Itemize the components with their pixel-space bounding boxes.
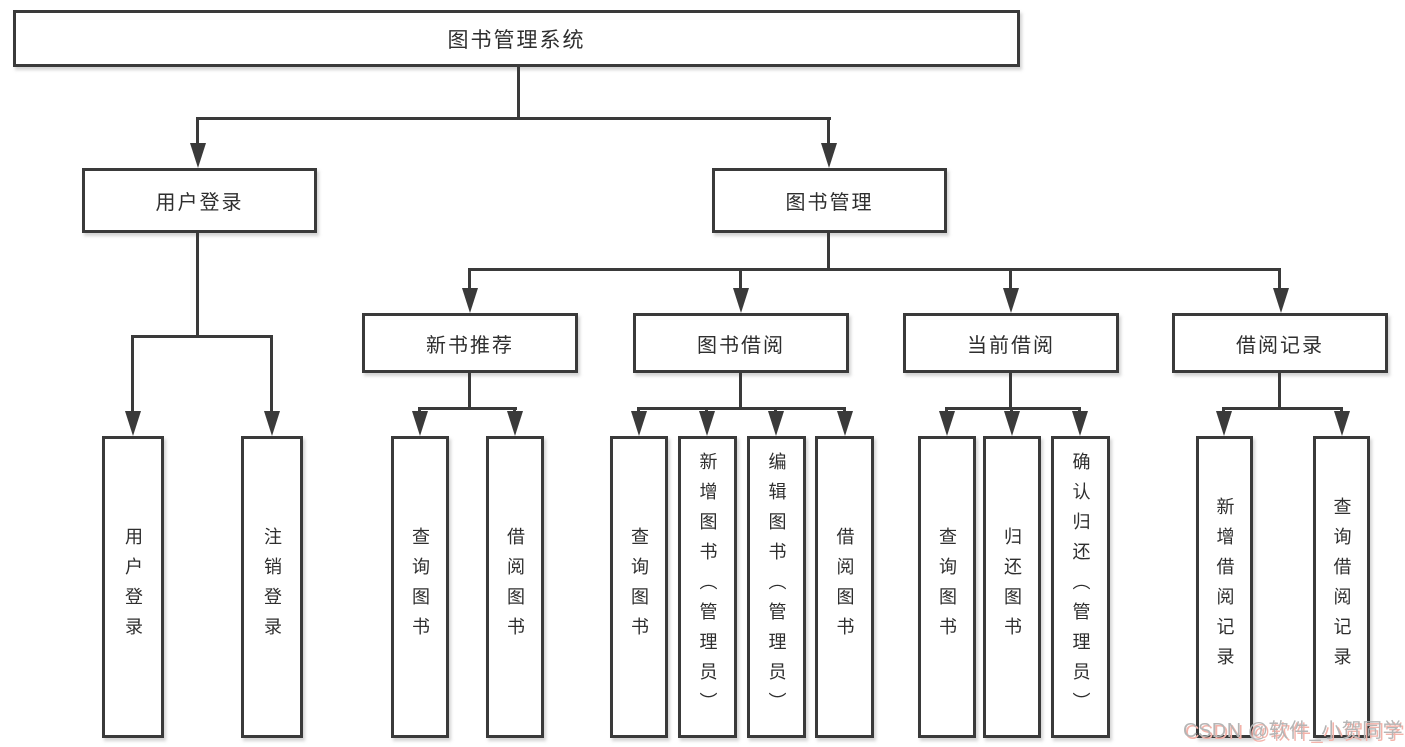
connector-line bbox=[843, 407, 846, 414]
arrowhead-icon bbox=[507, 411, 523, 436]
connector-line bbox=[739, 373, 742, 407]
connector-line bbox=[468, 373, 471, 407]
arrowhead-icon bbox=[1003, 288, 1019, 313]
leaf-add-book-admin: 新增图书（管理员） bbox=[678, 436, 737, 738]
node-book-management: 图书管理 bbox=[712, 168, 947, 233]
connector-line bbox=[1010, 407, 1013, 414]
leaf-logout: 注销登录 bbox=[241, 436, 303, 738]
leaf-borrow-books: 借阅图书 bbox=[486, 436, 544, 738]
connector-line bbox=[468, 268, 1281, 271]
arrowhead-icon bbox=[699, 411, 715, 436]
node-current-borrowing: 当前借阅 bbox=[903, 313, 1119, 373]
leaf-query-books: 查询图书 bbox=[391, 436, 449, 738]
leaf-user-login: 用户登录 bbox=[102, 436, 164, 738]
node-label: 图书管理 bbox=[785, 192, 874, 214]
node-label: 当前借阅 bbox=[967, 334, 1055, 357]
leaf-edit-book-admin: 编辑图书（管理员） bbox=[747, 436, 806, 738]
leaf-confirm-return-admin: 确认归还（管理员） bbox=[1051, 436, 1110, 738]
connector-line bbox=[1278, 373, 1281, 407]
arrowhead-icon bbox=[733, 288, 749, 313]
connector-line bbox=[827, 117, 830, 145]
node-label: 注销登录 bbox=[262, 527, 282, 647]
leaf-borrow-books: 借阅图书 bbox=[815, 436, 874, 738]
connector-line bbox=[196, 117, 831, 120]
connector-line bbox=[270, 335, 273, 412]
connector-line bbox=[1222, 407, 1343, 410]
arrowhead-icon bbox=[190, 143, 206, 168]
arrowhead-icon bbox=[939, 411, 955, 436]
connector-line bbox=[1009, 268, 1012, 290]
node-label: 用户登录 bbox=[155, 192, 244, 214]
connector-line bbox=[468, 268, 471, 290]
connector-line bbox=[418, 407, 421, 414]
node-label: 归还图书 bbox=[1002, 527, 1022, 647]
leaf-query-borrow-record: 查询借阅记录 bbox=[1313, 436, 1370, 738]
leaf-query-books: 查询图书 bbox=[610, 436, 668, 738]
node-label: 新增借阅记录 bbox=[1214, 497, 1235, 677]
arrowhead-icon bbox=[1216, 411, 1232, 436]
leaf-return-book: 归还图书 bbox=[983, 436, 1041, 738]
connector-line bbox=[131, 335, 134, 412]
arrowhead-icon bbox=[462, 288, 478, 313]
arrowhead-icon bbox=[837, 411, 853, 436]
node-root-library-management-system: 图书管理系统 bbox=[13, 10, 1020, 67]
leaf-query-books: 查询图书 bbox=[918, 436, 976, 738]
connector-line bbox=[637, 407, 845, 410]
node-label: 确认归还（管理员） bbox=[1070, 452, 1091, 722]
arrowhead-icon bbox=[1072, 411, 1088, 436]
arrowhead-icon bbox=[1273, 288, 1289, 313]
connector-line bbox=[1278, 268, 1281, 290]
node-label: 查询图书 bbox=[629, 527, 649, 647]
connector-line bbox=[1222, 407, 1225, 414]
node-borrowing-records: 借阅记录 bbox=[1172, 313, 1388, 373]
connector-line bbox=[131, 335, 273, 338]
connector-line bbox=[513, 407, 516, 414]
connector-line bbox=[1340, 407, 1343, 414]
node-label: 新增图书（管理员） bbox=[697, 452, 718, 722]
connector-line bbox=[418, 407, 517, 410]
connector-line bbox=[705, 407, 708, 414]
node-user-login: 用户登录 bbox=[82, 168, 317, 233]
node-label: 查询图书 bbox=[937, 527, 957, 647]
node-book-borrowing: 图书借阅 bbox=[633, 313, 849, 373]
arrowhead-icon bbox=[768, 411, 784, 436]
node-label: 图书借阅 bbox=[697, 334, 785, 357]
node-label: 图书管理系统 bbox=[447, 28, 586, 52]
node-new-book-recommendation: 新书推荐 bbox=[362, 313, 578, 373]
connector-line bbox=[1078, 407, 1081, 414]
connector-line bbox=[739, 268, 742, 290]
watermark: CSDN @软件_小贺同学 bbox=[1183, 720, 1404, 742]
connector-line bbox=[637, 407, 640, 414]
node-label: 编辑图书（管理员） bbox=[766, 452, 787, 722]
node-label: 查询图书 bbox=[410, 527, 430, 647]
connector-line bbox=[945, 407, 948, 414]
arrowhead-icon bbox=[1004, 411, 1020, 436]
node-label: 借阅记录 bbox=[1236, 334, 1324, 357]
arrowhead-icon bbox=[631, 411, 647, 436]
arrowhead-icon bbox=[125, 411, 141, 436]
node-label: 查询借阅记录 bbox=[1331, 497, 1352, 677]
node-label: 新书推荐 bbox=[426, 334, 514, 357]
connector-line bbox=[827, 233, 830, 268]
connector-line bbox=[196, 117, 199, 145]
arrowhead-icon bbox=[821, 143, 837, 168]
arrowhead-icon bbox=[412, 411, 428, 436]
leaf-add-borrow-record: 新增借阅记录 bbox=[1196, 436, 1253, 738]
connector-line bbox=[774, 407, 777, 414]
node-label: 用户登录 bbox=[123, 527, 143, 647]
node-label: 借阅图书 bbox=[505, 527, 525, 647]
connector-line bbox=[945, 407, 1081, 410]
arrowhead-icon bbox=[264, 411, 280, 436]
arrowhead-icon bbox=[1334, 411, 1350, 436]
connector-line bbox=[517, 67, 520, 117]
node-label: 借阅图书 bbox=[834, 527, 855, 647]
connector-line bbox=[1009, 373, 1012, 407]
connector-line bbox=[196, 233, 199, 335]
